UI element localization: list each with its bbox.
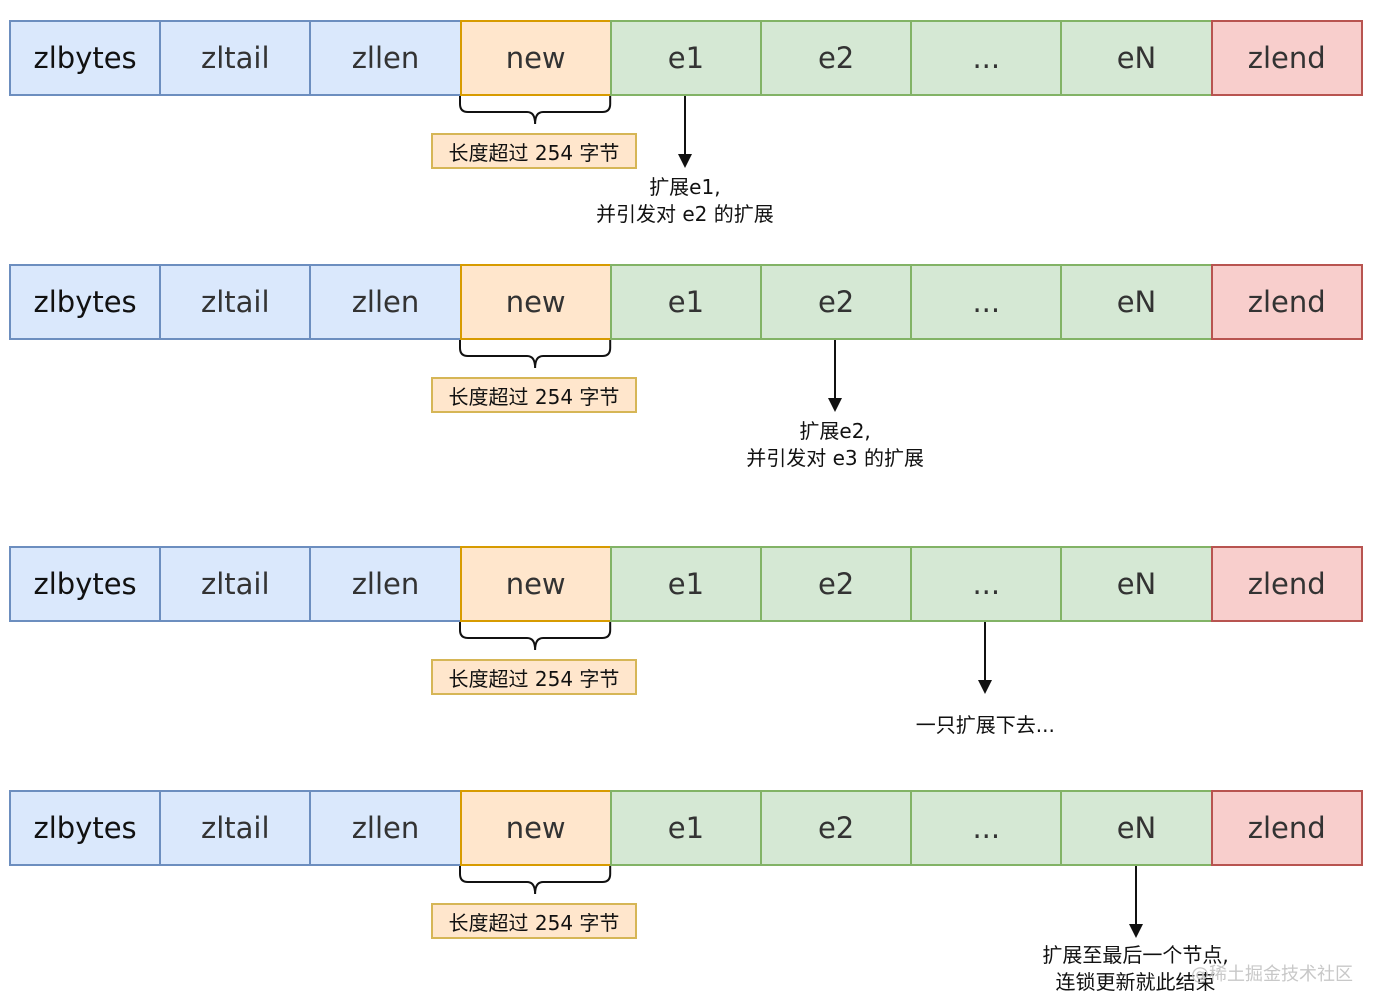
e2-cell: e2 — [760, 20, 913, 96]
step-note-2: 扩展e2, 并引发对 e3 的扩展 — [746, 418, 924, 472]
zllen-cell: zllen — [309, 790, 462, 866]
new-entry-cell: new — [459, 790, 612, 866]
note-line: 扩展至最后一个节点, — [1042, 943, 1229, 967]
en-cell: eN — [1060, 790, 1213, 866]
e1-cell: e1 — [609, 546, 762, 622]
zlbytes-cell: zlbytes — [9, 20, 162, 96]
e1-cell: e1 — [609, 790, 762, 866]
brace-2 — [458, 340, 611, 369]
note-line: 并引发对 e2 的扩展 — [596, 202, 774, 226]
e2-cell: e2 — [760, 790, 913, 866]
zlbytes-cell: zlbytes — [9, 790, 162, 866]
arrow-head — [828, 398, 843, 412]
e2-cell: e2 — [760, 264, 913, 340]
new-entry-cell: new — [459, 264, 612, 340]
length-exceeds-tag: 长度超过 254 字节 — [431, 133, 637, 169]
arrow-4 — [1128, 866, 1143, 938]
ellipsis-cell: ... — [910, 264, 1063, 340]
zlbytes-cell: zlbytes — [9, 264, 162, 340]
step-note-3: 一只扩展下去... — [916, 712, 1055, 739]
brace-1 — [458, 96, 611, 125]
brace-3 — [458, 622, 611, 651]
e2-cell: e2 — [760, 546, 913, 622]
ellipsis-cell: ... — [910, 20, 1063, 96]
zllen-cell: zllen — [309, 264, 462, 340]
brace-4 — [458, 866, 611, 895]
zltail-cell: zltail — [159, 20, 312, 96]
zllen-cell: zllen — [309, 20, 462, 96]
ellipsis-cell: ... — [910, 790, 1063, 866]
brace-path — [458, 96, 611, 125]
arrow-3 — [978, 622, 993, 694]
note-line: 连锁更新就此结束 — [1055, 970, 1216, 994]
brace-path — [458, 340, 611, 369]
zlend-cell: zlend — [1210, 790, 1363, 866]
en-cell: eN — [1060, 20, 1213, 96]
step-note-1: 扩展e1, 并引发对 e2 的扩展 — [596, 174, 774, 228]
e1-cell: e1 — [609, 20, 762, 96]
length-exceeds-tag: 长度超过 254 字节 — [431, 377, 637, 413]
brace-path — [458, 622, 611, 651]
note-line: 并引发对 e3 的扩展 — [746, 446, 924, 470]
zlend-cell: zlend — [1210, 264, 1363, 340]
zlend-cell: zlend — [1210, 546, 1363, 622]
zltail-cell: zltail — [159, 790, 312, 866]
new-entry-cell: new — [459, 546, 612, 622]
arrow-head — [978, 680, 993, 694]
zllen-cell: zllen — [309, 546, 462, 622]
zlbytes-cell: zlbytes — [9, 546, 162, 622]
e1-cell: e1 — [609, 264, 762, 340]
watermark: @稀土掘金技术社区 — [1191, 964, 1353, 985]
en-cell: eN — [1060, 264, 1213, 340]
zltail-cell: zltail — [159, 546, 312, 622]
note-line: 一只扩展下去... — [915, 713, 1055, 737]
ellipsis-cell: ... — [910, 546, 1063, 622]
arrow-head — [1128, 924, 1143, 938]
zltail-cell: zltail — [159, 264, 312, 340]
zlend-cell: zlend — [1210, 20, 1363, 96]
en-cell: eN — [1060, 546, 1213, 622]
note-line: 扩展e1, — [649, 175, 721, 199]
length-exceeds-tag: 长度超过 254 字节 — [431, 659, 637, 695]
new-entry-cell: new — [459, 20, 612, 96]
note-line: 扩展e2, — [799, 419, 871, 443]
arrow-2 — [828, 340, 843, 412]
length-exceeds-tag: 长度超过 254 字节 — [431, 903, 637, 939]
arrow-1 — [677, 96, 692, 168]
arrow-head — [677, 154, 692, 168]
step-note-4: 扩展至最后一个节点, 连锁更新就此结束 — [1042, 942, 1228, 996]
brace-path — [458, 866, 611, 895]
